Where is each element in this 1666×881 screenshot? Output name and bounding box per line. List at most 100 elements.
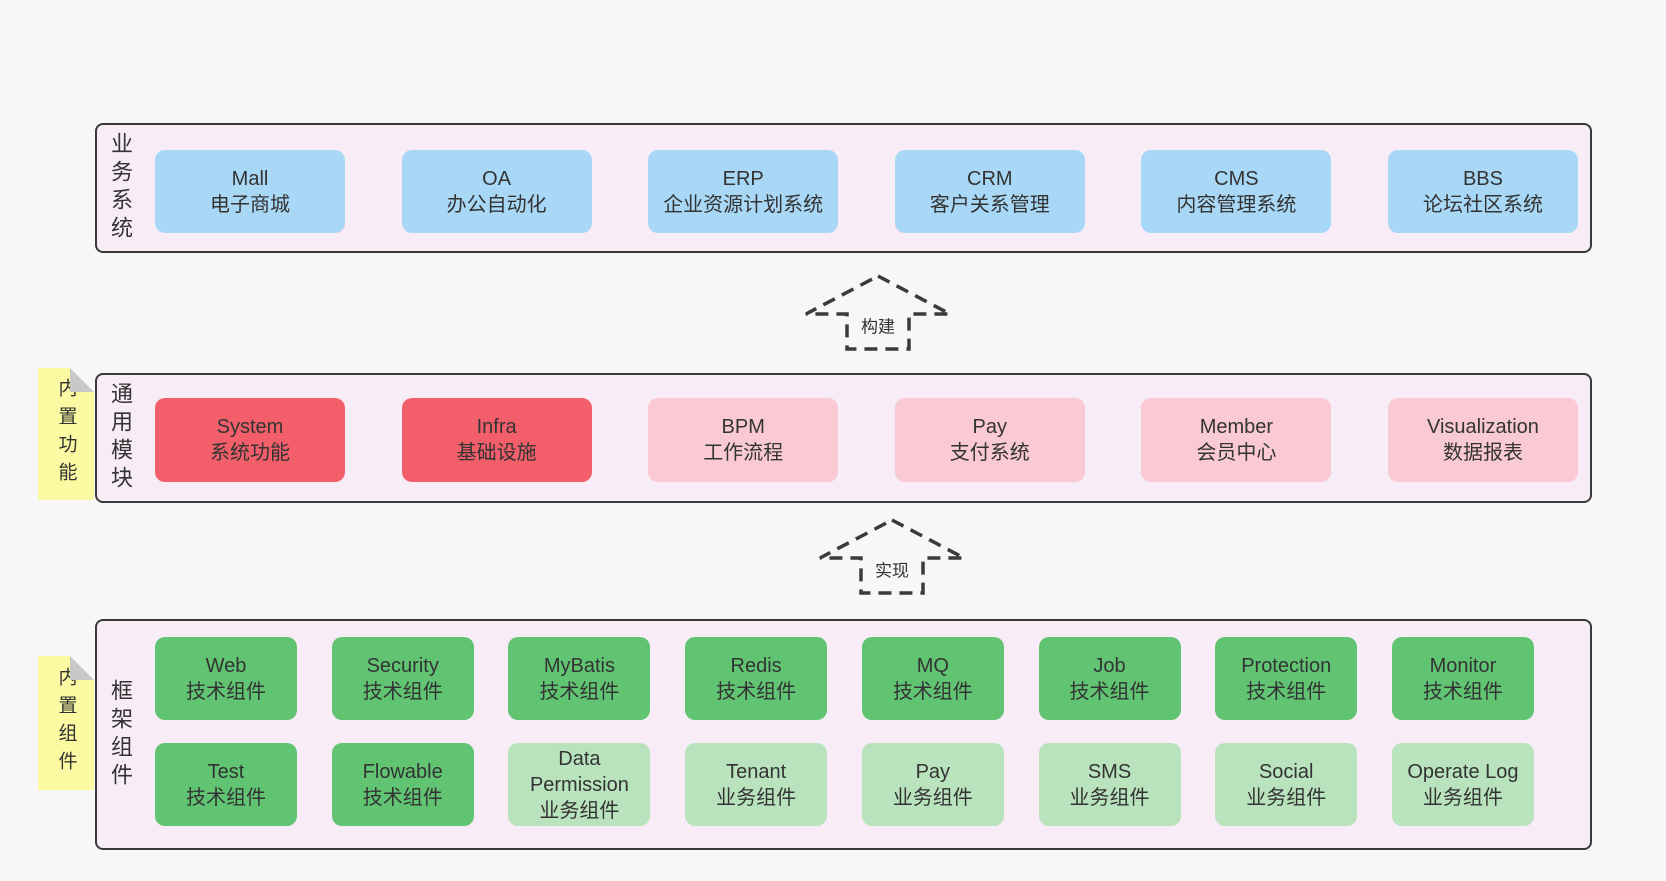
box-data-permission: Data Permission 业务组件: [508, 743, 651, 826]
box-subtitle: 基础设施: [456, 442, 537, 464]
box-title: SMS: [1087, 760, 1132, 783]
box-cms: CMS 内容管理系统: [1141, 150, 1332, 233]
box-title: Operate Log: [1407, 760, 1519, 783]
framework-components-row-1: Web 技术组件 Security 技术组件 MyBatis 技术组件 Redi…: [155, 637, 1534, 720]
sticky-built-in-features: 内置功能: [38, 368, 94, 500]
box-subtitle: 技术组件: [539, 680, 620, 703]
box-subtitle: 客户关系管理: [929, 193, 1050, 216]
box-subtitle: 业务组件: [539, 799, 620, 822]
box-subtitle: 办公自动化: [446, 193, 547, 216]
box-job: Job 技术组件: [1038, 637, 1181, 720]
box-title: Social: [1258, 760, 1314, 783]
box-member: Member 会员中心: [1141, 398, 1332, 482]
box-title: CMS: [1214, 167, 1259, 190]
box-web: Web 技术组件: [155, 637, 297, 720]
box-title: CRM: [967, 167, 1013, 190]
box-subtitle: 业务组件: [892, 786, 973, 809]
box-subtitle: 技术组件: [1069, 680, 1150, 703]
box-bbs: BBS 论坛社区系统: [1387, 150, 1578, 233]
box-flowable: Flowable 技术组件: [331, 743, 474, 826]
box-title: Pay: [972, 416, 1008, 438]
box-crm: CRM 客户关系管理: [894, 150, 1085, 233]
box-title: BPM: [721, 416, 765, 438]
box-redis: Redis 技术组件: [685, 637, 828, 720]
box-subtitle: 业务组件: [716, 786, 797, 809]
box-title: Mall: [231, 167, 269, 190]
sticky-label: 内置组件: [55, 667, 77, 779]
build-arrow-label: 构建: [856, 311, 900, 339]
box-subtitle: 技术组件: [1422, 680, 1503, 703]
box-subtitle: 内容管理系统: [1176, 193, 1297, 216]
framework-components-row-2: Test 技术组件 Flowable 技术组件 Data Permission …: [155, 743, 1534, 826]
box-subtitle: 业务组件: [1422, 786, 1503, 809]
box-title: ERP: [722, 167, 764, 190]
box-title: Web: [205, 654, 247, 677]
box-title: Data Permission: [529, 747, 629, 796]
box-subtitle: 技术组件: [186, 786, 266, 809]
box-title: Member: [1199, 416, 1274, 438]
box-system: System 系统功能: [155, 398, 345, 482]
box-subtitle: 业务组件: [1069, 786, 1150, 809]
implement-arrow: 实现: [817, 517, 967, 595]
common-modules-row: System 系统功能 Infra 基础设施 BPM 工作流程 Pay 支付系统…: [155, 398, 1578, 482]
box-subtitle: 业务组件: [1246, 786, 1327, 809]
box-oa: OA 办公自动化: [401, 150, 592, 233]
box-title: Test: [207, 760, 245, 783]
box-visualization: Visualization 数据报表: [1387, 398, 1578, 482]
panel-framework-components: 框架组件 Web 技术组件 Security 技术组件 MyBatis 技术组件…: [95, 619, 1592, 850]
box-subtitle: 系统功能: [210, 442, 290, 464]
panel-label-common-modules: 通用模块: [108, 382, 133, 494]
box-title: Job: [1093, 654, 1126, 677]
box-title: OA: [482, 167, 512, 190]
box-subtitle: 电子商城: [210, 193, 290, 216]
business-systems-row: Mall 电子商城 OA 办公自动化 ERP 企业资源计划系统 CRM 客户关系…: [155, 150, 1578, 233]
box-title: BBS: [1462, 167, 1503, 190]
box-erp: ERP 企业资源计划系统: [648, 150, 839, 233]
box-subtitle: 技术组件: [186, 680, 266, 703]
implement-arrow-label: 实现: [870, 555, 914, 583]
box-protection: Protection 技术组件: [1215, 637, 1358, 720]
box-title: System: [216, 416, 284, 438]
box-subtitle: 技术组件: [362, 786, 443, 809]
box-title: Protection: [1241, 654, 1332, 677]
box-title: Monitor: [1429, 654, 1497, 677]
panel-common-modules: 通用模块 System 系统功能 Infra 基础设施 BPM 工作流程 Pay…: [95, 373, 1592, 503]
box-security: Security 技术组件: [331, 637, 474, 720]
box-subtitle: 数据报表: [1442, 442, 1523, 464]
box-monitor: Monitor 技术组件: [1391, 637, 1534, 720]
up-arrow-icon: [805, 274, 951, 351]
sticky-label: 内置功能: [55, 378, 77, 490]
box-subtitle: 技术组件: [362, 680, 443, 703]
up-arrow-icon: [819, 518, 965, 595]
box-title: Visualization: [1427, 416, 1539, 438]
box-title: MyBatis: [543, 654, 615, 677]
box-infra: Infra 基础设施: [401, 398, 592, 482]
box-mall: Mall 电子商城: [155, 150, 345, 233]
box-pay-module: Pay 支付系统: [894, 398, 1085, 482]
box-title: Pay: [915, 760, 951, 783]
box-subtitle: 工作流程: [703, 442, 784, 464]
panel-label-business-systems: 业务系统: [108, 132, 133, 244]
box-sms: SMS 业务组件: [1038, 743, 1181, 826]
box-title: Flowable: [362, 760, 443, 783]
box-operate-log: Operate Log 业务组件: [1391, 743, 1534, 826]
panel-business-systems: 业务系统 Mall 电子商城 OA 办公自动化 ERP 企业资源计划系统 CRM…: [95, 123, 1592, 253]
box-title: Infra: [476, 416, 517, 438]
box-mq: MQ 技术组件: [861, 637, 1004, 720]
sticky-built-in-components: 内置组件: [38, 656, 94, 790]
build-arrow: 构建: [803, 273, 953, 351]
box-bpm: BPM 工作流程: [648, 398, 839, 482]
box-subtitle: 支付系统: [949, 442, 1030, 464]
box-subtitle: 会员中心: [1196, 442, 1277, 464]
box-subtitle: 论坛社区系统: [1422, 193, 1543, 216]
box-title: Security: [366, 654, 439, 677]
box-subtitle: 技术组件: [1246, 680, 1327, 703]
box-subtitle: 技术组件: [892, 680, 973, 703]
box-subtitle: 技术组件: [716, 680, 797, 703]
box-title: Tenant: [726, 760, 787, 783]
panel-label-framework-components: 框架组件: [108, 678, 133, 791]
box-social: Social 业务组件: [1215, 743, 1358, 826]
box-test: Test 技术组件: [155, 743, 297, 826]
box-mybatis: MyBatis 技术组件: [508, 637, 651, 720]
